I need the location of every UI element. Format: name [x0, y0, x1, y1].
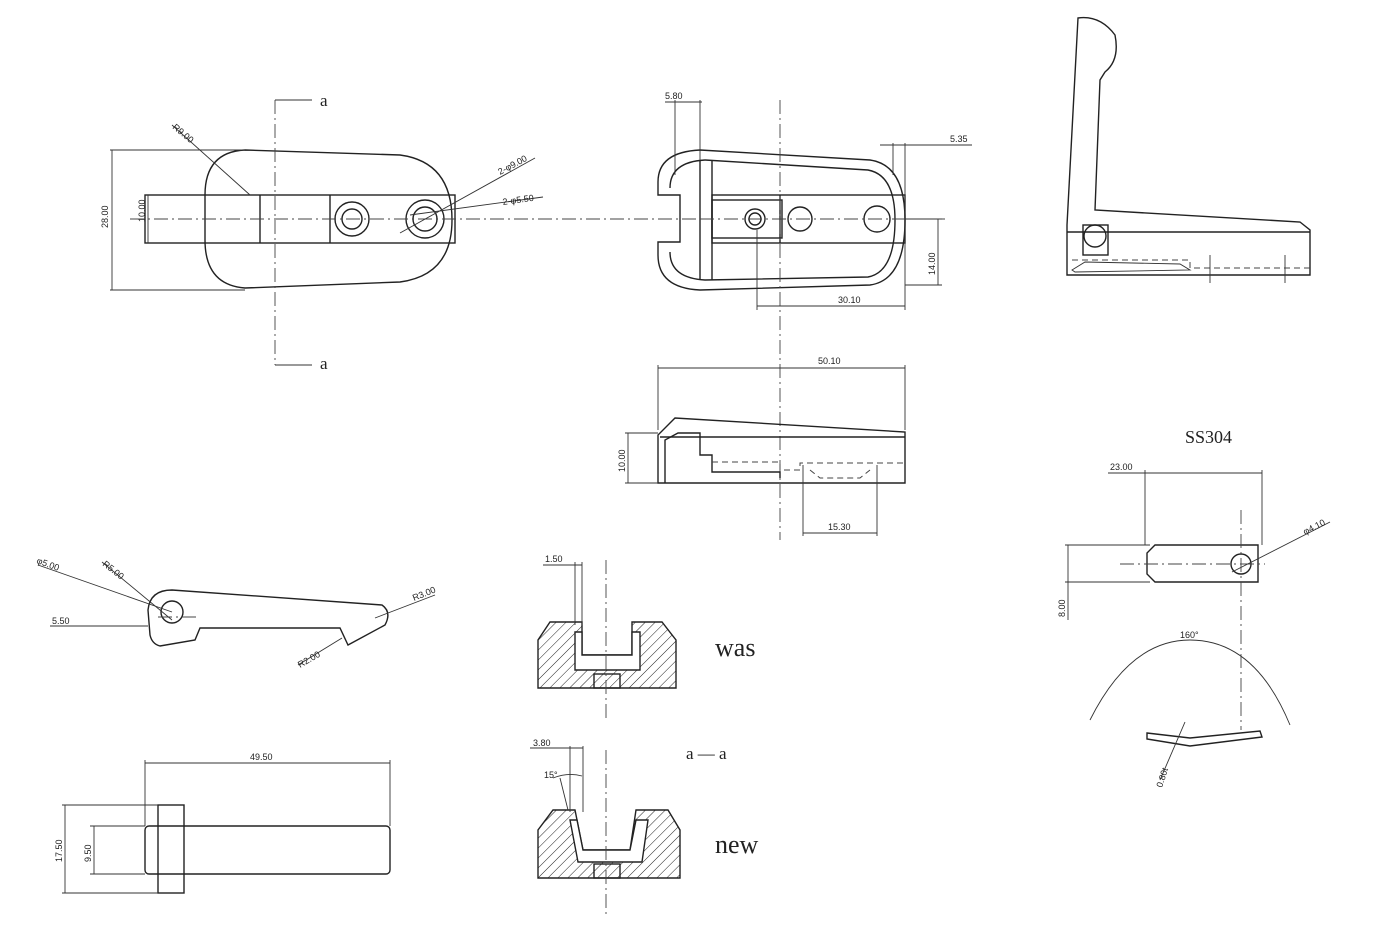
view-bottom-latch: 5.80 5.35 14.00 30.10 — [657, 91, 972, 540]
dim-r5: R5.00 — [101, 559, 126, 582]
dim-8: 8.00 — [1057, 599, 1067, 617]
dim-10: 10.00 — [137, 199, 147, 222]
section-mark-top: a — [320, 91, 328, 110]
dim-28: 28.00 — [100, 205, 110, 228]
lever-side-detail: 49.50 17.50 9.50 — [54, 752, 391, 894]
section-label-aa: a — a — [686, 744, 727, 763]
label-new: new — [715, 830, 759, 859]
dim-r2: R2.00 — [296, 649, 322, 670]
dim-160: 160° — [1180, 630, 1199, 640]
dim-phi55: 2-φ5.50 — [502, 193, 534, 207]
dim-495: 49.50 — [250, 752, 273, 762]
dim-3010: 30.10 — [838, 295, 861, 305]
dim-535: 5.35 — [950, 134, 968, 144]
dim-phi9: 2-φ9.00 — [496, 153, 528, 177]
lever-detail: φ5.00 R5.00 5.50 R3.00 R2.00 — [35, 555, 437, 669]
material-label: SS304 — [1185, 427, 1232, 447]
plate-detail: SS304 23.00 φ4.10 8.00 160° 0.80t — [1057, 427, 1331, 789]
section-mark-bottom: a — [320, 354, 328, 373]
dim-080t: 0.80t — [1154, 766, 1170, 789]
dim-15deg: 15° — [544, 770, 558, 780]
label-was: was — [715, 633, 755, 662]
dim-r3: R3.00 — [411, 585, 437, 603]
dim-55: 5.50 — [52, 616, 70, 626]
view-assembled — [1066, 16, 1311, 283]
profiles-detail: 1.50 was 3.80 15° new a — a — [530, 554, 759, 918]
dim-10-side: 10.00 — [617, 449, 627, 472]
view-side-latch: 50.10 10.00 15.30 — [617, 356, 906, 536]
dim-23: 23.00 — [1110, 462, 1133, 472]
dim-phi41: φ4.10 — [1301, 517, 1326, 537]
dim-5010: 50.10 — [818, 356, 841, 366]
dim-175: 17.50 — [54, 839, 64, 862]
dim-14: 14.00 — [927, 252, 937, 275]
dim-r9: R9.00 — [171, 122, 196, 145]
dim-phi5: φ5.00 — [35, 555, 60, 572]
dim-1530: 15.30 — [828, 522, 851, 532]
dim-380: 3.80 — [533, 738, 551, 748]
dim-150: 1.50 — [545, 554, 563, 564]
dim-95: 9.50 — [83, 844, 93, 862]
dim-580: 5.80 — [665, 91, 683, 101]
view-top-latch: a a 28.00 10.00 R9.00 2-φ9.00 2-φ5.50 — [100, 91, 700, 373]
